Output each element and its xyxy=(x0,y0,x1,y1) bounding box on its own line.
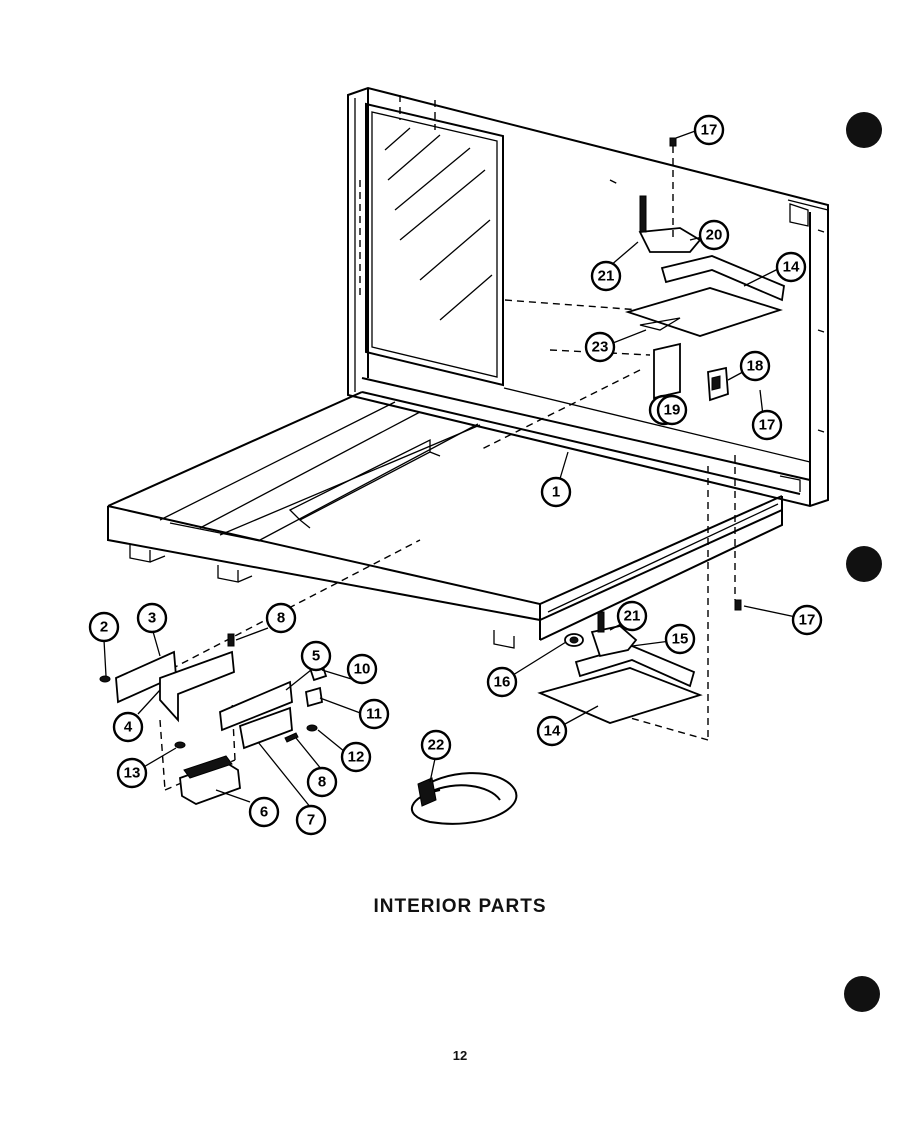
callout-21-lower: 21 xyxy=(616,600,648,632)
right-upper-assembly xyxy=(479,137,785,451)
page-number: 12 xyxy=(452,1048,468,1063)
svg-text:19: 19 xyxy=(664,402,681,419)
svg-text:21: 21 xyxy=(598,268,615,285)
callout-16: 16 xyxy=(486,666,518,698)
callout-4: 4 xyxy=(112,711,144,743)
punch-hole-top xyxy=(846,112,882,148)
callout-17-bottom: 17 xyxy=(791,604,823,636)
callout-12: 12 xyxy=(340,741,372,773)
svg-text:15: 15 xyxy=(672,631,689,648)
callout-7: 7 xyxy=(295,804,327,836)
callout-3: 3 xyxy=(136,602,168,634)
left-lower-assembly xyxy=(99,539,421,805)
cabinet-base-tray xyxy=(107,391,783,649)
punch-hole-middle xyxy=(846,546,882,582)
svg-text:1: 1 xyxy=(552,484,560,501)
punch-hole-bottom xyxy=(844,976,880,1012)
callout-18: 18 xyxy=(739,350,771,382)
callout-17-middle: 17 xyxy=(751,409,783,441)
callout-23: 23 xyxy=(584,331,616,363)
svg-text:3: 3 xyxy=(148,610,156,627)
svg-text:17: 17 xyxy=(701,122,718,139)
callout-10: 10 xyxy=(346,653,378,685)
callout-22: 22 xyxy=(420,729,452,761)
svg-text:7: 7 xyxy=(307,812,315,829)
callout-17-top: 17 xyxy=(693,114,725,146)
svg-text:23: 23 xyxy=(592,339,609,356)
svg-text:13: 13 xyxy=(124,765,141,782)
svg-text:16: 16 xyxy=(494,674,511,691)
callout-19: 19 xyxy=(656,394,688,426)
wire-harness xyxy=(410,772,518,825)
callout-1: 1 xyxy=(540,476,572,508)
callout-8-lower: 8 xyxy=(306,766,338,798)
callout-13: 13 xyxy=(116,757,148,789)
callout-21-upper: 21 xyxy=(590,260,622,292)
svg-text:14: 14 xyxy=(544,723,561,740)
callout-8-upper: 8 xyxy=(265,602,297,634)
callout-15: 15 xyxy=(664,623,696,655)
svg-text:22: 22 xyxy=(428,737,445,754)
svg-text:11: 11 xyxy=(366,706,382,723)
svg-text:17: 17 xyxy=(799,612,816,629)
svg-text:8: 8 xyxy=(277,610,285,627)
svg-text:14: 14 xyxy=(783,259,800,276)
callout-11: 11 xyxy=(358,698,390,730)
svg-text:10: 10 xyxy=(354,661,371,678)
right-lower-assembly xyxy=(537,455,742,741)
callout-5: 5 xyxy=(300,640,332,672)
svg-text:12: 12 xyxy=(348,749,365,766)
svg-text:2: 2 xyxy=(100,619,108,636)
cabinet-back-panel xyxy=(347,86,829,508)
svg-text:18: 18 xyxy=(747,358,764,375)
svg-text:20: 20 xyxy=(706,227,723,244)
svg-text:21: 21 xyxy=(624,608,641,625)
callout-14-upper: 14 xyxy=(775,251,807,283)
callout-2: 2 xyxy=(88,611,120,643)
callout-6: 6 xyxy=(248,796,280,828)
svg-text:5: 5 xyxy=(312,648,320,665)
svg-text:4: 4 xyxy=(124,719,133,736)
svg-text:6: 6 xyxy=(260,804,268,821)
callout-14-lower: 14 xyxy=(536,715,568,747)
callout-20: 20 xyxy=(698,219,730,251)
svg-text:8: 8 xyxy=(318,774,326,791)
svg-text:17: 17 xyxy=(759,417,776,434)
diagram-title: INTERIOR PARTS xyxy=(373,896,547,917)
